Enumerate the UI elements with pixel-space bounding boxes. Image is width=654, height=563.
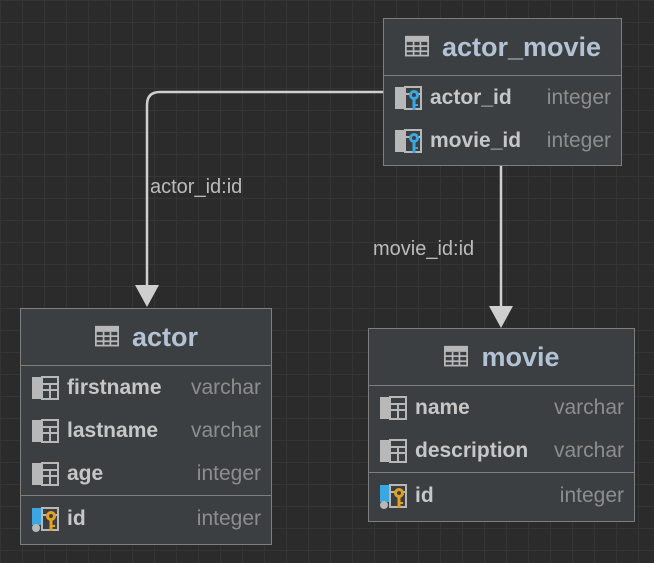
- entity-title: actor: [131, 321, 199, 352]
- primary-key-row[interactable]: id integer: [21, 495, 271, 541]
- table-icon: [94, 325, 119, 347]
- entity-header: movie: [369, 329, 634, 386]
- primary-key-column-icon: [32, 506, 59, 532]
- column-type: integer: [546, 85, 611, 109]
- column-name: lastname: [67, 418, 159, 442]
- column-icon: [380, 395, 407, 420]
- column-name: name: [415, 395, 470, 419]
- column-icon: [32, 375, 59, 400]
- column-row[interactable]: age integer: [21, 452, 271, 495]
- column-name: firstname: [67, 375, 162, 399]
- column-row[interactable]: actor_id integer: [384, 76, 621, 119]
- table-icon: [404, 35, 429, 57]
- column-type: varchar: [190, 418, 261, 442]
- column-icon: [32, 418, 59, 443]
- column-type: varchar: [190, 375, 261, 399]
- table-icon: [444, 345, 469, 367]
- edge-label-movie-id: movie_id:id: [373, 238, 475, 260]
- edge-label-actor-id: actor_id:id: [150, 176, 243, 198]
- entity-movie[interactable]: movie name varchar description varchar: [368, 328, 635, 522]
- entity-header: actor_movie: [384, 19, 621, 76]
- column-name: actor_id: [430, 85, 512, 109]
- column-type: varchar: [553, 438, 624, 462]
- primary-key-column-icon: [380, 483, 407, 509]
- column-type: integer: [559, 483, 624, 507]
- column-name: age: [67, 461, 104, 485]
- column-row[interactable]: firstname varchar: [21, 366, 271, 409]
- entity-title: movie: [481, 341, 560, 372]
- column-name: description: [415, 438, 529, 462]
- foreign-key-column-icon: [395, 128, 422, 153]
- column-name: id: [415, 483, 434, 507]
- column-icon: [380, 438, 407, 463]
- column-row[interactable]: movie_id integer: [384, 119, 621, 162]
- column-type: integer: [196, 461, 261, 485]
- column-row[interactable]: name varchar: [369, 386, 634, 429]
- column-type: integer: [546, 128, 611, 152]
- primary-key-row[interactable]: id integer: [369, 472, 634, 518]
- foreign-key-column-icon: [395, 85, 422, 110]
- column-icon: [32, 461, 59, 486]
- entity-title: actor_movie: [441, 31, 602, 62]
- edge-movie-id-arrowhead: [489, 306, 513, 328]
- column-name: movie_id: [430, 128, 522, 152]
- column-name: id: [67, 506, 86, 530]
- entity-header: actor: [21, 309, 271, 366]
- edge-actor-id-arrowhead: [135, 285, 159, 307]
- column-type: integer: [196, 506, 261, 530]
- column-row[interactable]: description varchar: [369, 429, 634, 472]
- entity-actor[interactable]: actor firstname varchar lastname varchar: [20, 308, 272, 545]
- column-row[interactable]: lastname varchar: [21, 409, 271, 452]
- entity-actor-movie[interactable]: actor_movie actor_id integer movie_id in…: [383, 18, 622, 166]
- column-type: varchar: [553, 395, 624, 419]
